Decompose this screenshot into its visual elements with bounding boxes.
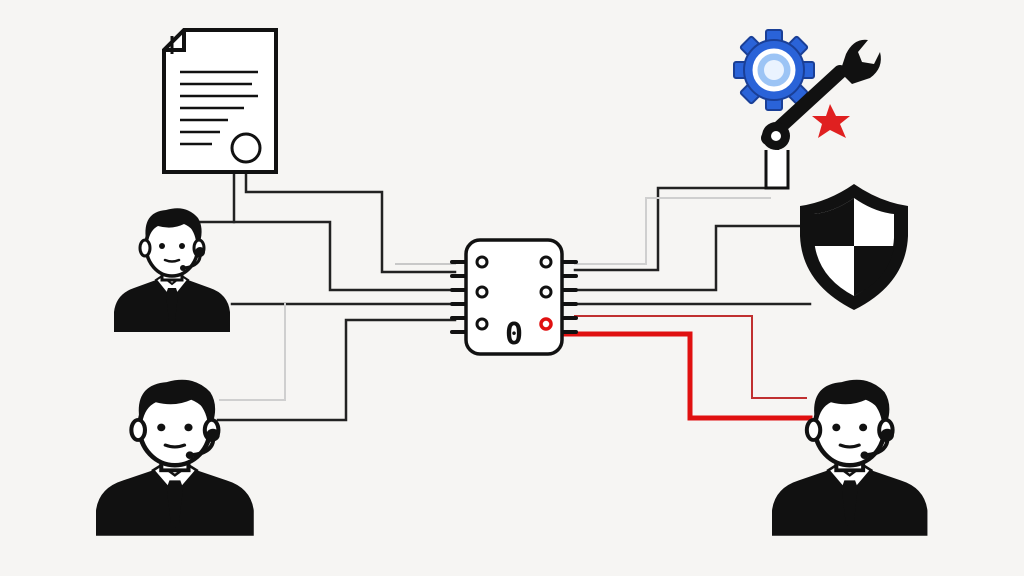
wire-faint-right — [574, 197, 771, 265]
badge-star-icon — [812, 104, 850, 138]
wire-shield-chip — [573, 224, 810, 292]
chip-contact — [475, 255, 489, 269]
shield-icon — [800, 184, 908, 310]
chip-contact — [539, 285, 553, 299]
microchip-icon: 0 — [450, 238, 578, 356]
headset-agent-icon-bottom-right — [772, 380, 927, 536]
wire-document-chip — [244, 170, 457, 274]
chip-contact-active — [539, 317, 553, 331]
wire-highlight-agent-bottom-right — [543, 323, 813, 421]
chip-contact — [539, 255, 553, 269]
wire-settings-chip — [573, 148, 780, 272]
wire-faint-bottom-left — [219, 303, 286, 401]
chip-contact — [475, 317, 489, 331]
wire-thin-red-right — [574, 315, 807, 399]
wire-agent-bottom-left-chip — [216, 318, 457, 422]
wire-agent-top-left-chip — [198, 220, 457, 292]
headset-agent-icon-bottom-left — [96, 380, 254, 536]
chip-contact — [475, 285, 489, 299]
certificate-document-icon — [162, 28, 278, 174]
gear-wrench-icon — [733, 29, 881, 190]
headset-agent-icon-top-left — [112, 206, 232, 334]
chip-label: 0 — [505, 317, 523, 352]
